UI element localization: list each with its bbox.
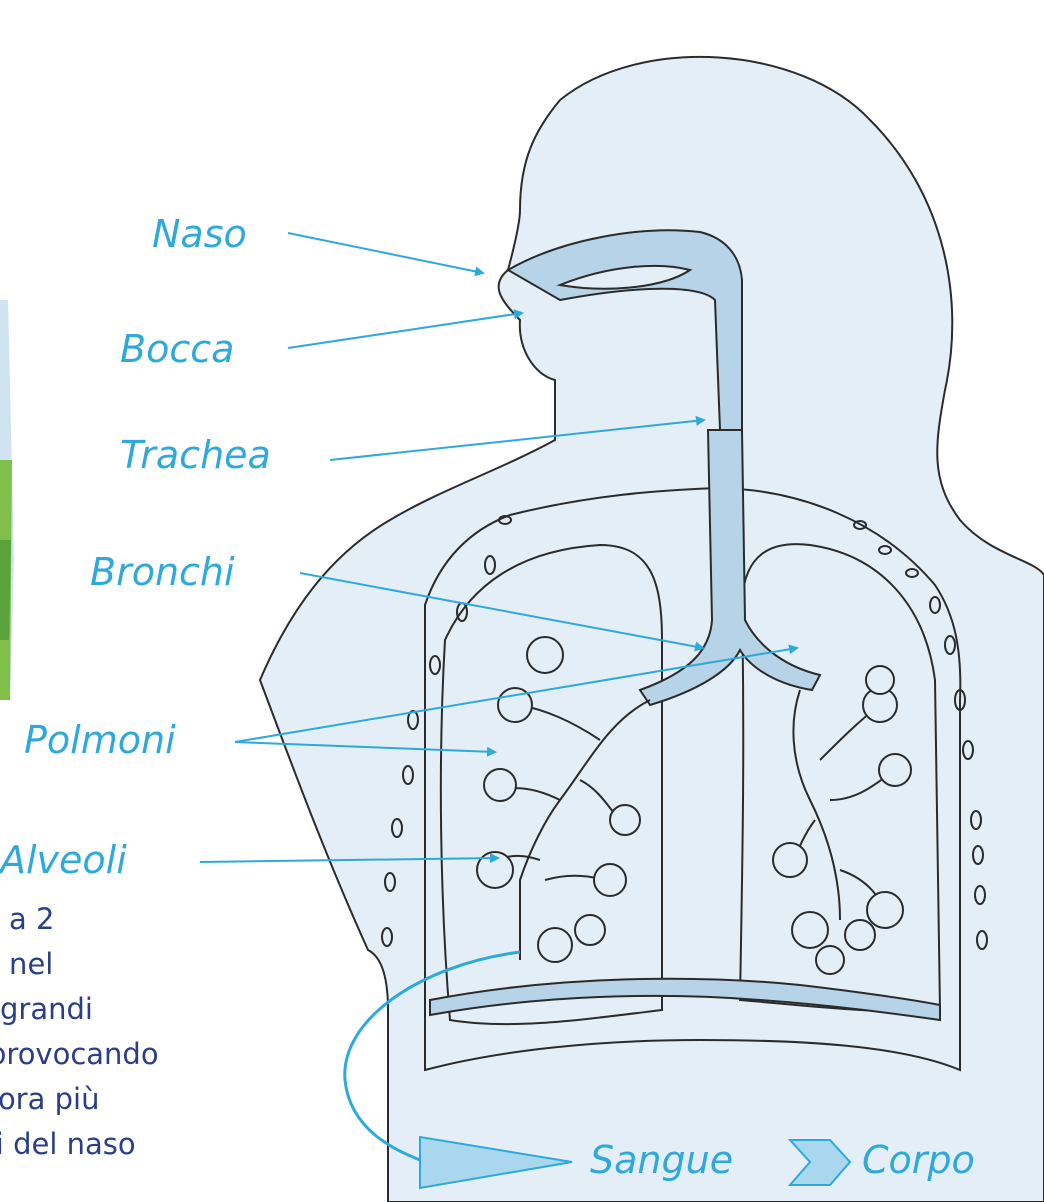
naso-label: Naso [152, 212, 247, 256]
polmoni-label: Polmoni [24, 718, 176, 762]
sangue-label: Sangue [590, 1138, 733, 1182]
side-text-line-3: grandi [0, 995, 93, 1024]
corpo-label: Corpo [862, 1138, 975, 1182]
alveoli-label: Alveoli [0, 838, 127, 882]
naso-arrow [288, 233, 483, 273]
side-text-line-4: provocando [0, 1040, 159, 1069]
bocca-arrow [288, 313, 522, 348]
bocca-label: Bocca [120, 327, 234, 371]
side-text-line-1: e a 2 [0, 905, 55, 934]
side-text-line-2: e nel [0, 950, 53, 979]
cropped-photo [0, 300, 14, 700]
bronchi-label: Bronchi [90, 550, 235, 594]
side-text-line-6: oli del naso [0, 1130, 136, 1159]
side-text-line-5: cora più [0, 1085, 99, 1114]
trachea-label: Trachea [120, 433, 271, 477]
